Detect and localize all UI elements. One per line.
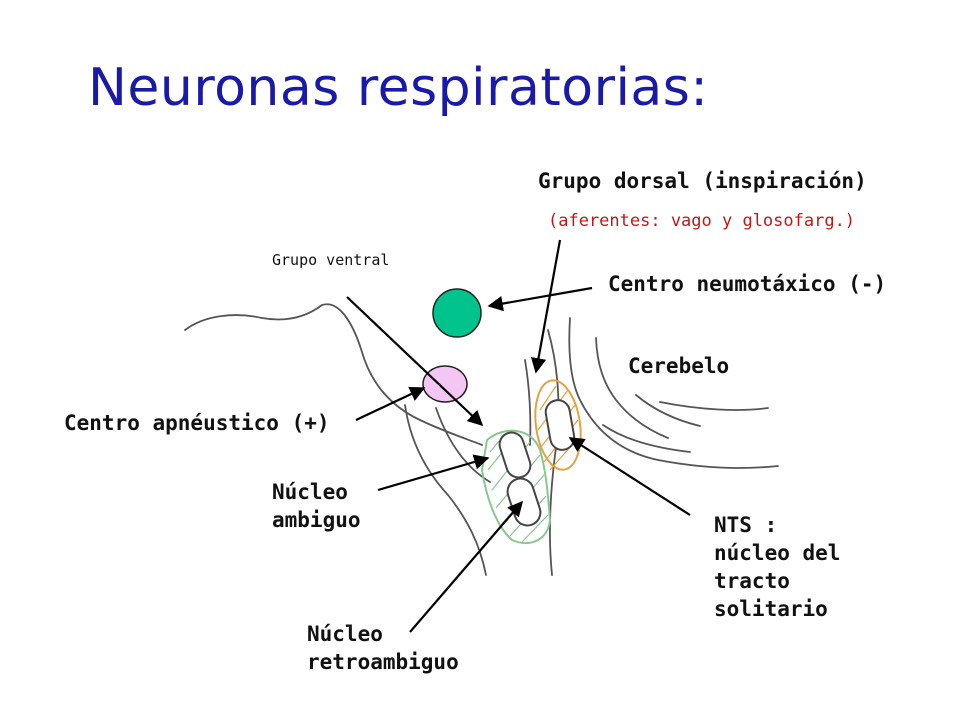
pons-outline — [184, 303, 483, 446]
ambiguo-group — [480, 429, 552, 545]
label-nucleo-ambiguo: Núcleo ambiguo — [272, 478, 361, 534]
arrow-nts — [568, 437, 691, 516]
brainstem-outline — [184, 303, 779, 576]
nts-hatch-region — [534, 379, 582, 471]
arrow-grupo-dorsal — [530, 239, 562, 374]
label-nts: NTS : núcleo del tracto solitario — [714, 511, 840, 623]
cerebellum-folia — [595, 337, 669, 439]
label-nts-line: tracto — [714, 569, 790, 593]
nucleo-ambiguo-shape — [498, 431, 532, 479]
label-centro-neumotaxico: Centro neumotáxico (-) — [608, 272, 887, 296]
page-title: Neuronas respiratorias: — [88, 58, 709, 118]
nucleo-retroambiguo-shape — [506, 477, 542, 527]
cerebellum-folia — [635, 394, 701, 427]
cerebellum-folia — [659, 401, 769, 411]
arrow-nucleo-retroambiguo — [409, 500, 524, 633]
label-nts-line: NTS : — [714, 513, 778, 537]
label-nucleo-retroambiguo-line: Núcleo — [307, 622, 383, 646]
arrow-grupo-ventral — [346, 296, 484, 427]
cerebellum-folia — [602, 424, 691, 453]
medulla-right-outline — [547, 329, 560, 576]
label-nts-line: solitario — [714, 597, 828, 621]
label-grupo-dorsal: Grupo dorsal (inspiración) — [538, 169, 867, 193]
label-nucleo-retroambiguo: Núcleo retroambiguo — [307, 620, 459, 676]
brainstem-left-outline — [404, 404, 487, 576]
nts-shape — [544, 399, 576, 451]
label-nucleo-ambiguo-line: Núcleo — [272, 480, 348, 504]
label-nucleo-retroambiguo-line: retroambiguo — [307, 650, 459, 674]
label-cerebelo: Cerebelo — [628, 354, 730, 378]
centro-apneustico-ellipse — [422, 365, 468, 403]
centro-neumotaxico-circle — [432, 288, 482, 338]
cerebellum-outline — [568, 317, 779, 469]
brainstem-center-outline — [524, 359, 532, 446]
nts-group — [534, 379, 582, 471]
arrow-centro-neumotaxico — [487, 286, 593, 312]
ambiguo-hatch-region — [480, 429, 552, 545]
label-nts-line: núcleo del — [714, 541, 841, 565]
label-centro-apneustico: Centro apnéustico (+) — [64, 411, 330, 435]
label-aferentes: (aferentes: vago y glosofarg.) — [548, 211, 856, 231]
label-nucleo-ambiguo-line: ambiguo — [272, 508, 361, 532]
arrow-nucleo-ambiguo — [377, 454, 490, 492]
arrows — [346, 239, 691, 633]
label-grupo-ventral: Grupo ventral — [272, 251, 390, 269]
arrow-centro-apneustico — [355, 386, 426, 421]
